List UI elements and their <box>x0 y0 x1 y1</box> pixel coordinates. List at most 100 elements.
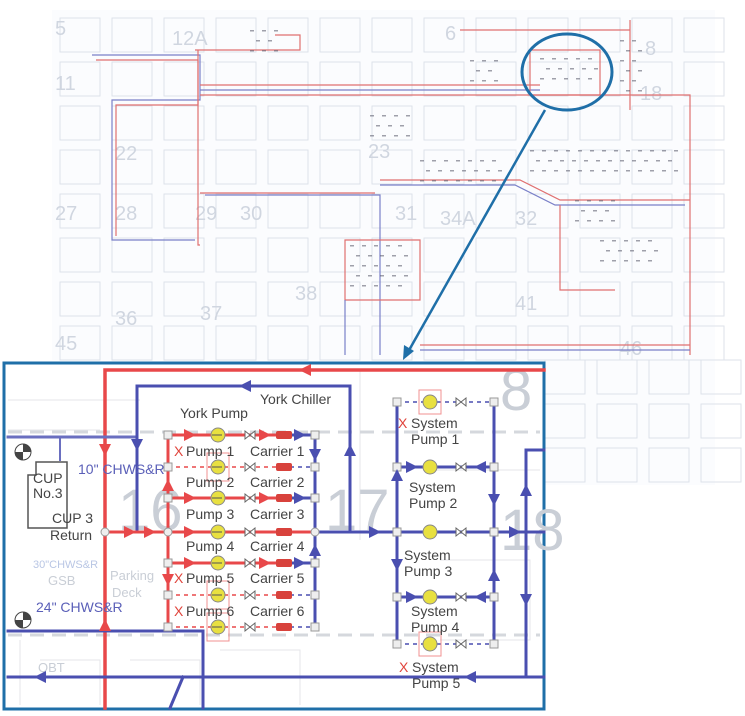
map-building <box>423 325 465 361</box>
map-equipment-mark <box>560 160 564 162</box>
pump-label: Pump 3 <box>186 506 234 522</box>
map-building <box>631 105 673 141</box>
map-equipment-mark <box>274 30 278 32</box>
map-building <box>423 17 465 53</box>
flow-arrow-icon <box>406 461 418 473</box>
map-building <box>700 359 742 395</box>
valve-icon <box>244 429 256 441</box>
map-equipment-mark <box>356 255 360 257</box>
map-equipment-mark <box>386 245 390 247</box>
map-equipment-mark <box>394 115 398 117</box>
map-building <box>371 193 413 229</box>
flow-arrows <box>34 364 532 683</box>
map-equipment-mark <box>587 220 591 222</box>
map-equipment-mark <box>274 50 278 52</box>
map-equipment-mark <box>394 135 398 137</box>
map-building <box>267 149 309 185</box>
flow-arrow-icon <box>294 557 306 569</box>
arrowhead-icon <box>403 345 414 360</box>
system-pump-icon <box>422 459 438 475</box>
chiller-icon <box>276 591 292 599</box>
north-arrow-icon <box>14 611 32 629</box>
valve-icon <box>244 621 256 633</box>
map-equipment-mark <box>462 170 466 172</box>
pipe-fitting <box>163 462 173 472</box>
valve-icon <box>244 589 256 601</box>
map-equipment-mark <box>374 265 378 267</box>
map-equipment-mark <box>626 70 630 72</box>
map-equipment-mark <box>554 150 558 152</box>
map-building <box>267 237 309 273</box>
map-equipment-mark <box>456 180 460 182</box>
map-building <box>267 281 309 317</box>
map-building <box>475 61 517 97</box>
map-equipment-mark <box>470 80 474 82</box>
flow-arrow-icon <box>34 671 46 683</box>
map-equipment-mark <box>602 150 606 152</box>
map-building <box>59 325 101 361</box>
map-equipment-mark <box>262 50 266 52</box>
flow-arrow-icon <box>184 557 196 569</box>
chiller-icon <box>276 623 292 631</box>
map-equipment-mark <box>392 275 396 277</box>
map-equipment-mark <box>468 160 472 162</box>
map-equipment-mark <box>638 150 642 152</box>
map-building <box>683 17 725 53</box>
map-equipment-mark <box>404 275 408 277</box>
map-equipment-mark <box>638 50 642 52</box>
map-equipment-mark <box>420 160 424 162</box>
pipe-fitting <box>163 430 173 440</box>
map-building-number: 6 <box>445 23 456 45</box>
map-building <box>596 359 638 395</box>
map-equipment-mark <box>374 285 378 287</box>
map-equipment-mark <box>600 240 604 242</box>
pump-label: Pump 4 <box>186 538 234 554</box>
map-equipment-mark <box>564 78 568 80</box>
map-building <box>111 237 153 273</box>
flow-arrow-icon <box>162 479 174 491</box>
pipe-fitting <box>489 462 499 472</box>
map-building <box>267 61 309 97</box>
map-building <box>267 17 309 53</box>
map-building <box>111 61 153 97</box>
pipe-fitting <box>392 397 402 407</box>
map-equipment-mark <box>588 58 592 60</box>
map-equipment-mark <box>444 160 448 162</box>
flow-arrow-icon <box>144 526 156 538</box>
chiller-icon <box>276 463 292 471</box>
valve-icon <box>244 557 256 569</box>
map-equipment-mark <box>438 170 442 172</box>
map-building <box>648 359 690 395</box>
parking-label: Parking <box>110 568 154 583</box>
chiller-icon <box>276 559 292 567</box>
carrier-label: Carrier 2 <box>250 474 305 490</box>
map-equipment-mark <box>350 265 354 267</box>
map-equipment-mark <box>575 200 579 202</box>
map-equipment-mark <box>476 70 480 72</box>
cup-return-label: CUP 3 <box>52 510 93 526</box>
map-equipment-mark <box>552 78 556 80</box>
map-equipment-mark <box>388 125 392 127</box>
map-equipment-mark <box>564 58 568 60</box>
map-equipment-mark <box>368 275 372 277</box>
map-building-number: 36 <box>115 308 137 330</box>
map-equipment-mark <box>250 50 254 52</box>
map-equipment-mark <box>636 260 640 262</box>
map-building <box>527 237 569 273</box>
map-equipment-clusters <box>250 30 678 287</box>
map-equipment-mark <box>662 150 666 152</box>
north-arrow-icon <box>14 443 32 461</box>
map-equipment-mark <box>380 255 384 257</box>
map-equipment-mark <box>356 275 360 277</box>
map-equipment-mark <box>536 160 540 162</box>
pump-label: Pump 2 <box>186 474 234 490</box>
map-equipment-mark <box>578 150 582 152</box>
map-pipe-network <box>92 20 691 355</box>
deck-label: Deck <box>112 585 142 600</box>
map-building <box>527 149 569 185</box>
cup-no3-building <box>27 461 68 529</box>
map-equipment-mark <box>612 240 616 242</box>
map-building <box>59 149 101 185</box>
map-equipment-mark <box>370 135 374 137</box>
